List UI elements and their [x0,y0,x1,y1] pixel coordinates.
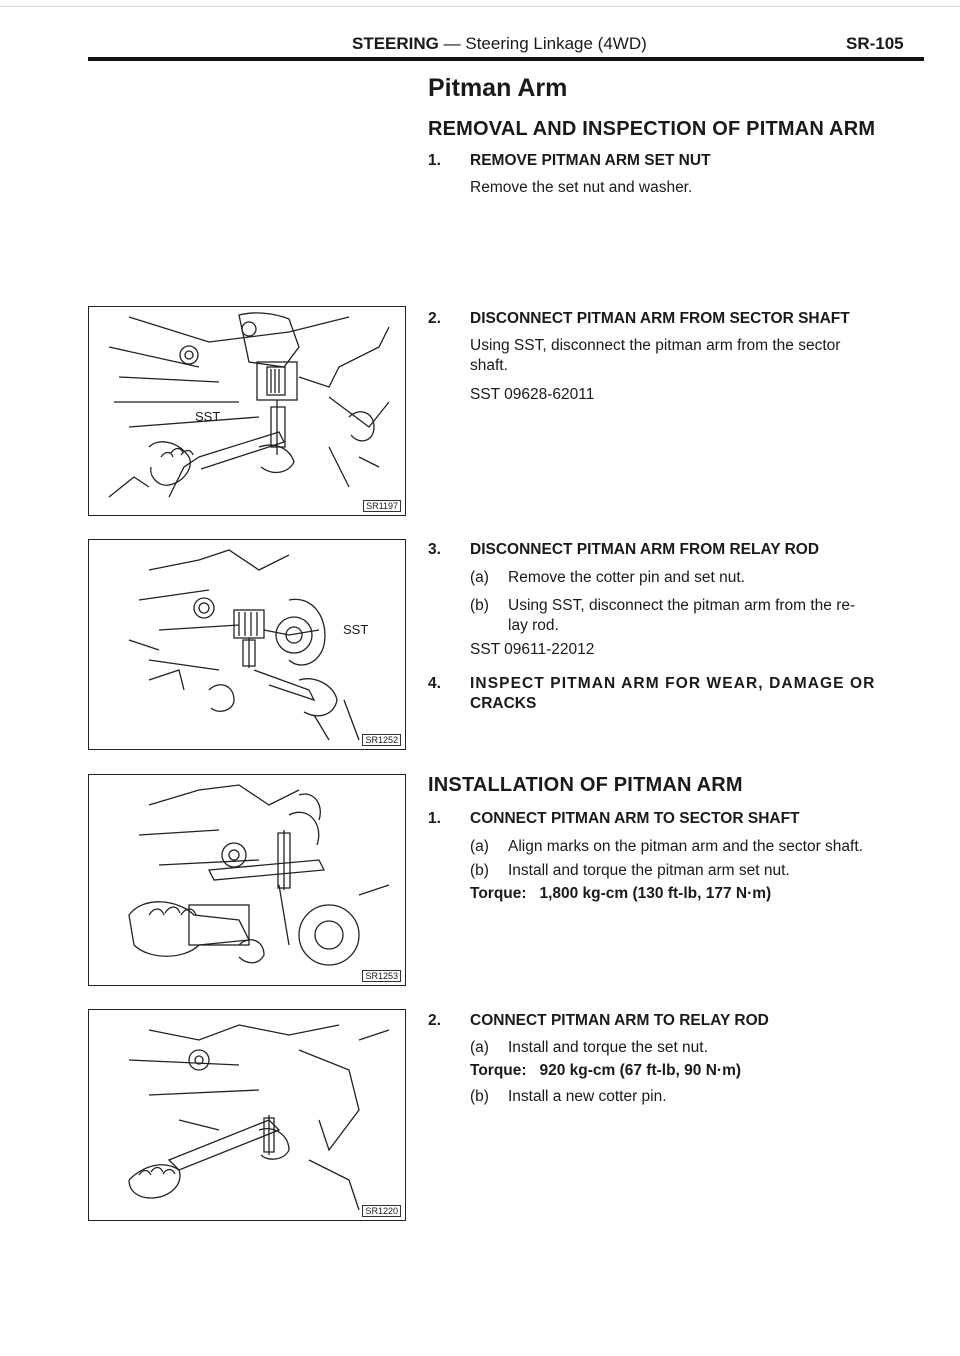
top-scan-line [0,6,960,7]
illustration-torque-wrench-sector-shaft [128,784,390,966]
figure-code: SR1197 [363,500,401,512]
install-step-2: 2. CONNECT PITMAN ARM TO RELAY ROD [428,1012,769,1030]
figure-code: SR1253 [362,970,401,982]
substep-label: (b) [470,1088,489,1105]
sst-label: SST [343,622,369,637]
step-title: CONNECT PITMAN ARM TO RELAY ROD [470,1012,769,1029]
step-text-line-2: shaft. [470,357,508,374]
step-title: REMOVE PITMAN ARM SET NUT [470,152,711,169]
step-number: 4. [428,675,441,692]
illustration-sst-puller-sector-shaft [108,312,390,498]
substep-label: (a) [470,838,489,855]
substep-b-cont: lay rod. [470,616,920,636]
substep-label: (b) [470,862,489,879]
step-number: 2. [428,1012,441,1029]
substep-b: (b) Install and torque the pitman arm set… [470,861,920,881]
installation-heading: INSTALLATION OF PITMAN ARM [428,774,743,796]
torque-spec: Torque: 920 kg-cm (67 ft-lb, 90 N·m) [470,1062,742,1079]
figure-sector-shaft-install: SR1253 [88,774,406,986]
substep-a: (a) Align marks on the pitman arm and the… [470,837,920,857]
illustration-sst-puller-relay-rod [128,549,360,741]
substep-label: (a) [470,569,489,586]
step-number: 1. [428,810,441,827]
step-title-line-2: CRACKS [470,695,537,712]
sst-number: SST 09628-62011 [470,386,595,403]
substep-text: Install and torque the pitman arm set nu… [508,862,790,879]
step-number: 2. [428,310,441,327]
substep-text: Remove the cotter pin and set nut. [508,569,745,586]
figure-relay-rod-install: SR1220 [88,1009,406,1221]
substep-a: (a) Remove the cotter pin and set nut. [470,568,920,588]
figure-code: SR1220 [362,1205,401,1217]
header-subtitle: — Steering Linkage (4WD) [443,34,647,53]
substep-b: (b) Using SST, disconnect the pitman arm … [470,596,920,616]
step-number: 3. [428,541,441,558]
removal-step-1: 1. REMOVE PITMAN ARM SET NUT [428,152,711,170]
step-title: DISCONNECT PITMAN ARM FROM SECTOR SHAFT [470,310,850,327]
illustration-torque-wrench-relay-rod [128,1024,390,1211]
substep-text: Align marks on the pitman arm and the se… [508,838,863,855]
install-step-1: 1. CONNECT PITMAN ARM TO SECTOR SHAFT [428,810,800,828]
removal-step-2: 2. DISCONNECT PITMAN ARM FROM SECTOR SHAF… [428,310,850,328]
step-number: 1. [428,152,441,169]
figure-code: SR1252 [362,734,401,746]
step-title: CONNECT PITMAN ARM TO SECTOR SHAFT [470,810,800,827]
step-title-line-1: INSPECT PITMAN ARM FOR WEAR, DAMAGE OR [470,675,876,692]
substep-text: Install a new cotter pin. [508,1088,667,1105]
page-number: SR-105 [846,34,904,53]
step-title: DISCONNECT PITMAN ARM FROM RELAY ROD [470,541,820,558]
removal-step-4: 4. INSPECT PITMAN ARM FOR WEAR, DAMAGE OR [428,675,875,693]
substep-label: (b) [470,597,489,614]
sst-label: SST [195,409,221,424]
header-title: STEERING — Steering Linkage (4WD) [352,34,647,54]
removal-heading: REMOVAL AND INSPECTION OF PITMAN ARM [428,118,876,140]
figure-sector-shaft-removal: SST SR1197 [88,306,406,516]
torque-spec: Torque: 1,800 kg-cm (130 ft-lb, 177 N·m) [470,885,772,902]
header-rule [88,57,924,61]
substep-a: (a) Install and torque the set nut. [470,1038,920,1058]
removal-step-3: 3. DISCONNECT PITMAN ARM FROM RELAY ROD [428,541,819,559]
header-section: STEERING [352,34,439,53]
sst-number: SST 09611-22012 [470,641,595,658]
substep-b: (b) Install a new cotter pin. [470,1087,920,1107]
substep-text-line-1: Using SST, disconnect the pitman arm fro… [508,597,856,614]
figure-relay-rod-removal: SST SR1252 [88,539,406,750]
substep-text: Install and torque the set nut. [508,1039,708,1056]
substep-text-line-2: lay rod. [508,617,559,634]
step-text-line-1: Using SST, disconnect the pitman arm fro… [470,337,841,354]
step-text: Remove the set nut and washer. [470,179,693,196]
page-title: Pitman Arm [428,74,568,102]
substep-label: (a) [470,1039,489,1056]
